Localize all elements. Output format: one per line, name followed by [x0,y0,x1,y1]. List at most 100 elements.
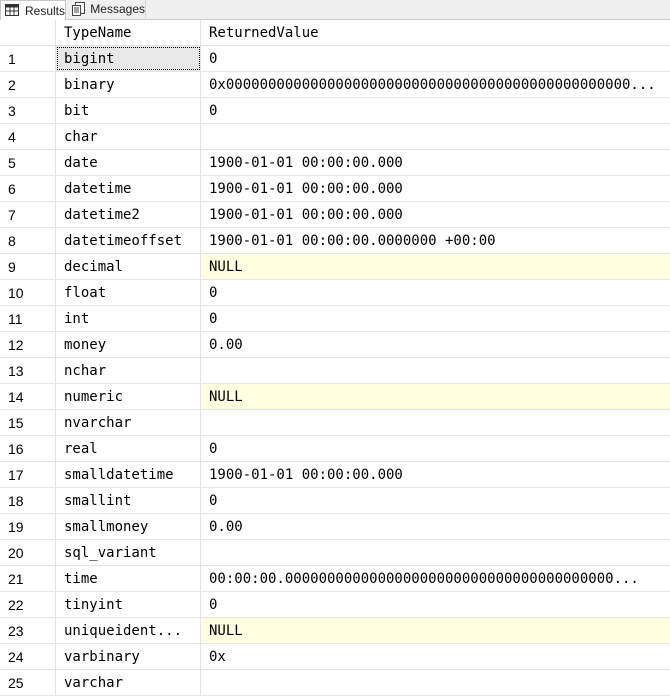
column-header-returnedvalue[interactable]: ReturnedValue [209,25,319,41]
cell-returnedvalue[interactable]: 0.00 [209,337,243,353]
row-number[interactable]: 20 [0,540,56,565]
cell-typename[interactable]: bit [56,98,201,123]
cell-typename[interactable]: uniqueident... [56,618,201,643]
row-number[interactable]: 24 [0,644,56,669]
row-number[interactable]: 4 [0,124,56,149]
cell-typename[interactable]: smallint [56,488,201,513]
row-number[interactable]: 5 [0,150,56,175]
cell-returnedvalue[interactable]: 0 [209,51,218,67]
cell-returnedvalue[interactable] [201,124,670,149]
cell-typename[interactable]: nvarchar [56,410,201,435]
row-number[interactable]: 19 [0,514,56,539]
cell-returnedvalue[interactable]: 00:00:00.0000000000000000000000000000000… [209,571,639,587]
cell-typename[interactable]: money [56,332,201,357]
cell-returnedvalue[interactable]: 1900-01-01 00:00:00.000 [209,155,403,171]
row-number[interactable]: 23 [0,618,56,643]
row-number[interactable]: 8 [0,228,56,253]
row-number[interactable]: 14 [0,384,56,409]
cell-returnedvalue[interactable]: 0x [209,649,226,665]
cell-returnedvalue[interactable] [201,358,670,383]
cell-returnedvalue[interactable]: NULL [201,384,670,409]
cell-returnedvalue[interactable]: 1900-01-01 00:00:00.000 [209,467,403,483]
row-number[interactable]: 21 [0,566,56,591]
cell-returnedvalue[interactable]: 0x00000000000000000000000000000000000000… [209,77,656,93]
cell-returnedvalue[interactable]: NULL [201,618,670,643]
cell-typename[interactable]: date [56,150,201,175]
cell-returnedvalue[interactable]: 1900-01-01 00:00:00.000 [209,207,403,223]
cell-typename[interactable]: smalldatetime [56,462,201,487]
cell-returnedvalue[interactable]: 0 [209,441,218,457]
cell-returnedvalue[interactable]: 0 [209,103,218,119]
cell-returnedvalue[interactable]: 0 [209,493,218,509]
row-number[interactable]: 22 [0,592,56,617]
cell-typename[interactable]: bigint [56,46,201,71]
row-number[interactable]: 3 [0,98,56,123]
cell-typename[interactable]: smallmoney [56,514,201,539]
cell-typename[interactable]: decimal [56,254,201,279]
cell-typename[interactable]: binary [56,72,201,97]
column-header-typename[interactable]: TypeName [56,20,201,45]
row-number[interactable]: 2 [0,72,56,97]
cell-returnedvalue[interactable] [201,410,670,435]
cell-returnedvalue[interactable]: 0 [209,285,218,301]
cell-typename[interactable]: char [56,124,201,149]
row-number[interactable]: 1 [0,46,56,71]
cell-typename[interactable]: nchar [56,358,201,383]
cell-typename[interactable]: datetime [56,176,201,201]
cell-typename[interactable]: sql_variant [56,540,201,565]
row-number[interactable]: 25 [0,670,56,695]
cell-typename[interactable]: numeric [56,384,201,409]
row-number[interactable]: 16 [0,436,56,461]
cell-returnedvalue[interactable]: 1900-01-01 00:00:00.000 [209,181,403,197]
row-number[interactable]: 18 [0,488,56,513]
tab-results[interactable]: Results [0,0,66,20]
cell-typename[interactable]: real [56,436,201,461]
row-number-header[interactable] [0,20,56,45]
cell-returnedvalue[interactable]: 0.00 [209,519,243,535]
cell-typename[interactable]: varchar [56,670,201,695]
cell-returnedvalue[interactable] [201,670,670,695]
row-number[interactable]: 11 [0,306,56,331]
cell-typename[interactable]: int [56,306,201,331]
cell-typename[interactable]: tinyint [56,592,201,617]
row-number[interactable]: 17 [0,462,56,487]
row-number[interactable]: 15 [0,410,56,435]
row-number[interactable]: 9 [0,254,56,279]
cell-returnedvalue[interactable] [201,540,670,565]
cell-typename[interactable]: datetimeoffset [56,228,201,253]
row-number[interactable]: 7 [0,202,56,227]
cell-returnedvalue[interactable]: 0 [209,597,218,613]
cell-returnedvalue[interactable]: 1900-01-01 00:00:00.0000000 +00:00 [209,233,496,249]
cell-typename[interactable]: datetime2 [56,202,201,227]
tab-messages[interactable]: Messages [68,0,146,18]
row-number[interactable]: 6 [0,176,56,201]
row-number[interactable]: 10 [0,280,56,305]
cell-typename[interactable]: float [56,280,201,305]
cell-returnedvalue[interactable]: NULL [201,254,670,279]
cell-typename[interactable]: varbinary [56,644,201,669]
